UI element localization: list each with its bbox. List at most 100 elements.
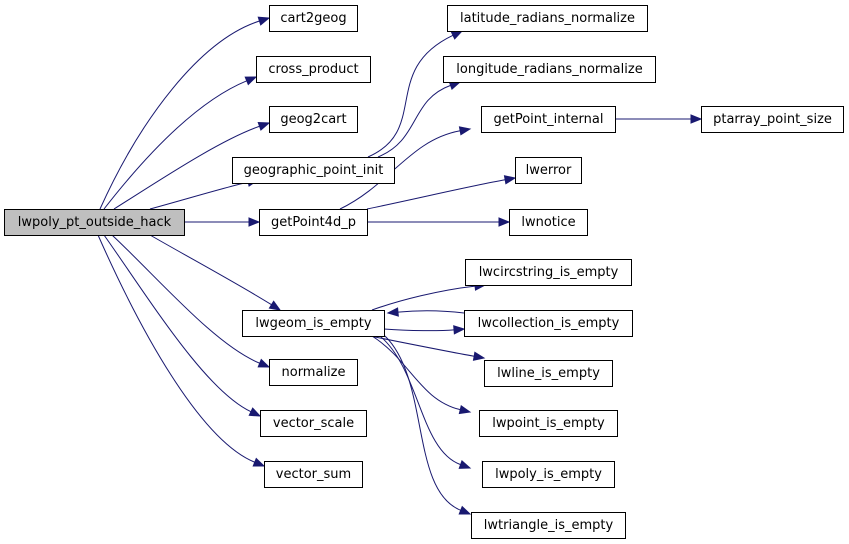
arrowhead-icon: [472, 351, 486, 361]
node-label: vector_sum: [276, 467, 351, 482]
node-longitude-radians-normalize[interactable]: longitude_radians_normalize: [443, 56, 656, 83]
node-lwpoly-pt-outside-hack[interactable]: lwpoly_pt_outside_hack: [4, 209, 185, 236]
node-ptarray-point-size[interactable]: ptarray_point_size: [701, 106, 844, 133]
arrowhead-icon: [268, 300, 282, 311]
arrowhead-icon: [252, 457, 266, 467]
edge-lwpoly_pt_outside_hack-to-vector_sum: [97, 234, 266, 467]
node-latitude-radians-normalize[interactable]: latitude_radians_normalize: [447, 5, 648, 32]
edge-lwgeom_is_empty-to-lwtriangle_is_empty: [384, 335, 472, 515]
node-geog2cart[interactable]: geog2cart: [269, 106, 358, 133]
node-box[interactable]: [471, 512, 626, 539]
node-label: cross_product: [268, 62, 358, 77]
node-box[interactable]: [269, 359, 358, 386]
arrowhead-icon: [450, 30, 464, 40]
edge-lwgeom_is_empty-to-lwcircstring_is_empty: [371, 281, 487, 311]
arrowhead-icon: [458, 505, 472, 515]
node-box[interactable]: [479, 410, 618, 437]
node-label: normalize: [282, 365, 346, 380]
edge-lwpoly_pt_outside_hack-to-normalize: [111, 234, 271, 368]
edge-lwgeom_is_empty-to-lwcollection_is_empty: [383, 325, 466, 335]
node-geographic-point-init[interactable]: geographic_point_init: [232, 157, 395, 184]
node-box[interactable]: [269, 106, 358, 133]
arrowhead-icon: [453, 325, 466, 335]
node-label: cart2geog: [280, 11, 346, 26]
edge-lwpoly_pt_outside_hack-to-cart2geog: [99, 16, 271, 210]
edge-line: [99, 20, 260, 210]
node-box[interactable]: [260, 410, 367, 437]
node-label: lwcollection_is_empty: [478, 316, 620, 331]
arrowhead-icon: [503, 175, 517, 185]
node-lwgeom-is-empty[interactable]: lwgeom_is_empty: [242, 310, 385, 337]
edge-line: [149, 181, 249, 210]
edge-lwpoly_pt_outside_hack-to-cross_product: [103, 76, 258, 210]
node-lwpoint-is-empty[interactable]: lwpoint_is_empty: [479, 410, 618, 437]
arrowhead-icon: [248, 407, 262, 417]
arrowhead-icon: [458, 126, 472, 136]
node-label: lwtriangle_is_empty: [484, 518, 614, 533]
node-label: geog2cart: [280, 112, 346, 127]
node-box[interactable]: [484, 360, 613, 387]
node-box[interactable]: [232, 157, 395, 184]
node-lwerror[interactable]: lwerror: [515, 157, 582, 184]
node-lwtriangle-is-empty[interactable]: lwtriangle_is_empty: [471, 512, 626, 539]
node-label: lwnotice: [521, 215, 575, 230]
node-box[interactable]: [482, 461, 615, 488]
node-label: ptarray_point_size: [713, 112, 832, 127]
node-lwline-is-empty[interactable]: lwline_is_empty: [484, 360, 613, 387]
edge-line: [379, 335, 461, 466]
node-cart2geog[interactable]: cart2geog: [269, 5, 358, 32]
edge-getPoint_internal-to-ptarray_point_size: [614, 114, 703, 124]
node-box[interactable]: [4, 209, 185, 236]
node-box[interactable]: [701, 106, 844, 133]
arrowhead-icon: [244, 76, 258, 86]
node-box[interactable]: [259, 209, 368, 236]
edge-line: [97, 234, 255, 463]
node-box[interactable]: [269, 5, 358, 32]
node-label: lwpoly_is_empty: [495, 467, 602, 482]
node-getPoint4d-p[interactable]: getPoint4d_p: [259, 209, 368, 236]
node-label: longitude_radians_normalize: [456, 62, 642, 77]
node-box[interactable]: [242, 310, 385, 337]
edge-line: [383, 328, 455, 332]
edge-line: [111, 234, 260, 364]
node-lwnotice[interactable]: lwnotice: [509, 209, 588, 236]
arrowhead-icon: [248, 217, 261, 227]
edge-geographic_point_init-to-longitude_radians_normalize: [377, 81, 462, 158]
node-vector-scale[interactable]: vector_scale: [260, 410, 367, 437]
node-box[interactable]: [256, 56, 371, 83]
nodes-layer: lwpoly_pt_outside_hack cart2geog cross_pro…: [4, 5, 844, 539]
node-box[interactable]: [443, 56, 656, 83]
node-normalize[interactable]: normalize: [269, 359, 358, 386]
edge-lwgeom_is_empty-to-lwpoint_is_empty: [371, 335, 472, 415]
edge-line: [377, 84, 451, 158]
node-label: latitude_radians_normalize: [460, 11, 635, 26]
node-lwcircstring-is-empty[interactable]: lwcircstring_is_empty: [465, 259, 632, 286]
node-getPoint-internal[interactable]: getPoint_internal: [481, 106, 616, 133]
node-box[interactable]: [465, 259, 632, 286]
node-cross-product[interactable]: cross_product: [256, 56, 371, 83]
node-box[interactable]: [515, 157, 582, 184]
node-vector-sum[interactable]: vector_sum: [264, 461, 363, 488]
edge-lwpoly_pt_outside_hack-to-vector_scale: [103, 234, 262, 417]
node-box[interactable]: [464, 310, 633, 337]
edge-line: [113, 125, 260, 210]
edge-lwcollection_is_empty-to-lwgeom_is_empty: [386, 307, 465, 317]
node-label: vector_scale: [273, 416, 354, 431]
edge-geographic_point_init-to-latitude_radians_normalize: [367, 30, 464, 158]
edge-getPoint4d_p-to-lwnotice: [367, 217, 511, 227]
node-lwcollection-is-empty[interactable]: lwcollection_is_empty: [464, 310, 633, 337]
node-label: lwline_is_empty: [497, 366, 600, 381]
node-label: getPoint4d_p: [271, 215, 356, 230]
node-label: lwcircstring_is_empty: [479, 265, 619, 280]
node-box[interactable]: [264, 461, 363, 488]
arrowhead-icon: [257, 16, 271, 26]
node-box[interactable]: [509, 209, 588, 236]
node-box[interactable]: [481, 106, 616, 133]
arrowhead-icon: [257, 358, 271, 368]
node-box[interactable]: [447, 5, 648, 32]
edge-line: [103, 234, 252, 413]
node-label: geographic_point_init: [244, 163, 384, 178]
arrowhead-icon: [458, 404, 472, 415]
node-lwpoly-is-empty[interactable]: lwpoly_is_empty: [482, 461, 615, 488]
